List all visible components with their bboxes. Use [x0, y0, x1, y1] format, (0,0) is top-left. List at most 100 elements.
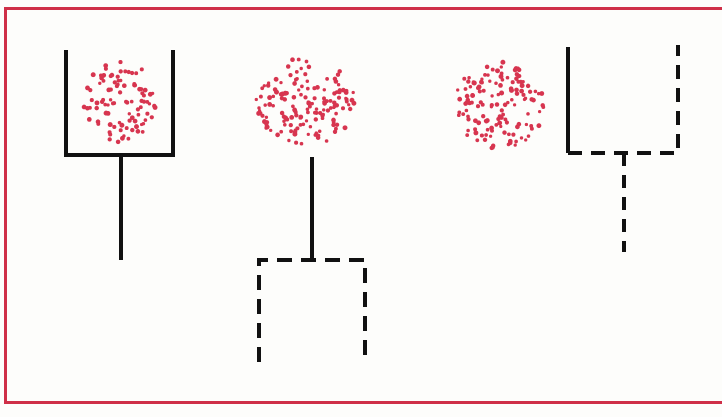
particle-dot: [152, 105, 158, 110]
particle-dot: [463, 87, 468, 91]
particle-dot: [112, 101, 117, 106]
particle-dot: [483, 118, 488, 124]
particle-dot: [536, 123, 542, 129]
particle-dot: [124, 126, 129, 131]
particle-dot: [304, 119, 309, 123]
particle-dot: [485, 127, 490, 132]
particle-dot: [512, 103, 517, 107]
particle-dot: [478, 100, 483, 105]
particle-dot: [86, 117, 92, 122]
particle-dot: [305, 79, 310, 84]
particle-dot: [106, 103, 110, 107]
particle-dot: [344, 88, 349, 93]
particle-dot: [304, 59, 309, 64]
particle-dot: [306, 100, 312, 106]
particle-dot: [328, 98, 333, 103]
particle-dot: [296, 57, 301, 62]
particle-dot: [483, 72, 487, 77]
particle-dot: [337, 69, 342, 74]
particle-dot: [513, 143, 517, 147]
particle-dot: [480, 80, 484, 85]
particle-dot: [334, 122, 340, 127]
particle-dot: [282, 119, 286, 124]
particle-dot: [264, 115, 269, 119]
particle-dot: [121, 83, 127, 89]
particle-dot: [95, 119, 101, 124]
particle-dot: [283, 123, 287, 127]
particle-dot: [325, 77, 329, 81]
particle-dot: [103, 102, 108, 107]
particle-dot: [305, 107, 310, 111]
particle-dot: [347, 103, 351, 107]
particle-dot: [499, 90, 505, 96]
particle-dot: [337, 88, 343, 93]
particle-dot: [292, 129, 298, 135]
particle-dot: [299, 92, 303, 97]
particle-dot: [490, 94, 494, 98]
particle-dot: [292, 107, 297, 113]
particle-dot: [514, 87, 519, 93]
solid-cup-outline: [64, 50, 175, 157]
particle-dot: [507, 140, 513, 146]
particle-dot: [279, 110, 285, 116]
particle-dot: [101, 97, 106, 102]
particle-dot: [262, 84, 266, 88]
particle-dot: [473, 130, 479, 136]
particle-dot: [129, 115, 135, 121]
particle-dot: [484, 133, 488, 137]
particle-dot: [132, 118, 138, 124]
particle-dot: [524, 138, 528, 142]
particle-dot: [90, 72, 96, 78]
particle-dot: [519, 136, 524, 140]
particle-dot: [135, 129, 141, 134]
panel-solid-cup: [64, 50, 175, 260]
particle-dot: [107, 137, 112, 142]
particle-dot: [508, 86, 514, 91]
particle-dot: [81, 104, 87, 110]
particle-dot: [499, 65, 503, 69]
particle-dot: [481, 114, 486, 119]
particle-dot: [129, 99, 134, 104]
particle-dot: [468, 85, 473, 89]
particle-dot: [303, 72, 308, 77]
particle-dot: [477, 89, 482, 94]
particle-dot: [466, 128, 470, 133]
particle-dot: [342, 125, 348, 131]
particle-dot: [314, 107, 319, 111]
particle-dot: [306, 64, 312, 70]
particle-dot: [267, 101, 273, 107]
dashed-cup-outline: [568, 45, 680, 155]
particle-dot: [295, 76, 299, 81]
particle-dot: [275, 132, 280, 138]
particle-dot: [331, 117, 336, 123]
particle-dot: [135, 107, 140, 112]
particle-dot: [322, 88, 327, 92]
particle-dot: [489, 125, 494, 131]
particle-dot: [126, 136, 131, 141]
particle-dot: [134, 124, 139, 130]
particle-dot: [299, 141, 304, 146]
particle-dot: [298, 123, 303, 127]
particle-cluster-floating: [254, 57, 357, 146]
particle-dot: [499, 108, 504, 113]
particle-dot: [115, 74, 120, 79]
particle-dot: [529, 97, 534, 102]
particle-dot: [464, 100, 470, 105]
particle-dot: [516, 121, 522, 127]
particle-dot: [120, 135, 125, 141]
particle-dot: [98, 81, 102, 85]
particle-dot: [502, 102, 508, 108]
particle-dot: [328, 106, 333, 110]
particle-dot: [300, 84, 304, 89]
particle-dot: [294, 70, 299, 74]
particle-dot: [267, 95, 273, 101]
particle-dot: [526, 134, 531, 138]
particle-dot: [89, 98, 94, 103]
particle-dot: [305, 86, 310, 91]
particle-dot: [283, 115, 289, 121]
particle-dot: [333, 126, 338, 131]
particle-dot: [99, 75, 104, 81]
particle-dot: [291, 95, 297, 100]
